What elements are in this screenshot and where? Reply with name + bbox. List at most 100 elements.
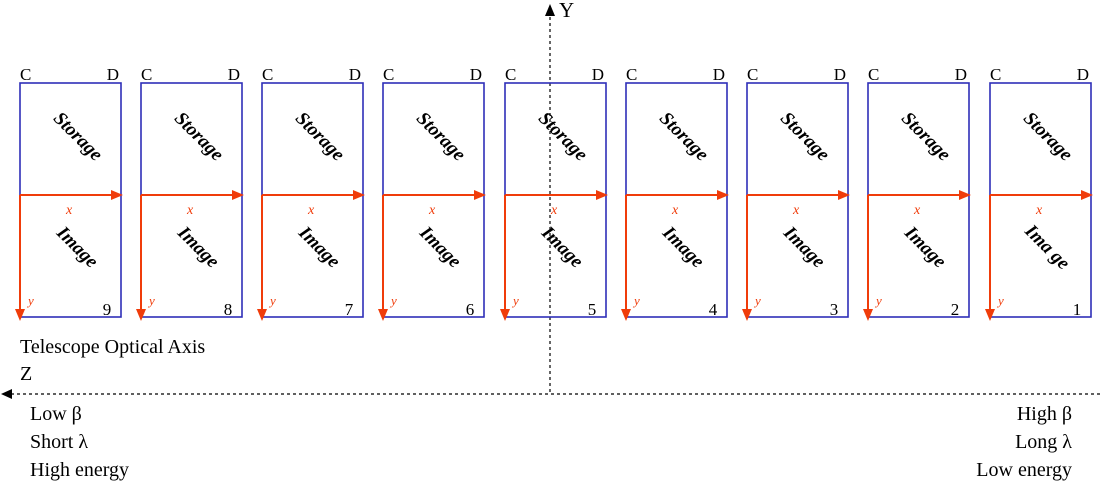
y-vector-arrowhead	[985, 309, 995, 321]
y-vector-arrowhead	[863, 309, 873, 321]
high-energy-label: High energy	[30, 459, 129, 481]
corner-label-d: D	[470, 65, 482, 84]
x-vector-label: x	[1035, 203, 1043, 218]
y-vector-label: y	[511, 293, 519, 308]
corner-label-d: D	[834, 65, 846, 84]
corner-label-c: C	[868, 65, 879, 84]
x-vector-label: x	[186, 203, 194, 218]
image-label: Image	[778, 222, 829, 273]
x-vector-arrowhead	[232, 190, 244, 200]
corner-label-d: D	[349, 65, 361, 84]
ccd-number: 1	[1073, 300, 1082, 319]
storage-label: Storage	[534, 108, 592, 166]
y-vector-label: y	[632, 293, 640, 308]
storage-label: Storage	[412, 108, 470, 166]
ccd-number: 5	[588, 300, 597, 319]
corner-label-c: C	[383, 65, 394, 84]
y-vector-label: y	[874, 293, 882, 308]
y-vector-arrowhead	[136, 309, 146, 321]
y-vector-label: y	[268, 293, 276, 308]
storage-label: Storage	[776, 108, 834, 166]
x-vector-arrowhead	[1081, 190, 1093, 200]
y-vector-label: y	[26, 293, 34, 308]
corner-label-c: C	[747, 65, 758, 84]
image-label: Image	[657, 222, 708, 273]
storage-label: Storage	[897, 108, 955, 166]
x-vector-arrowhead	[353, 190, 365, 200]
x-vector-arrowhead	[474, 190, 486, 200]
corner-label-c: C	[20, 65, 31, 84]
y-vector-label: y	[753, 293, 761, 308]
y-vector-label: y	[389, 293, 397, 308]
corner-label-c: C	[141, 65, 152, 84]
x-vector-label: x	[792, 203, 800, 218]
x-vector-arrowhead	[959, 190, 971, 200]
storage-label: Storage	[49, 108, 107, 166]
image-label: Image	[899, 222, 950, 273]
y-vector-arrowhead	[378, 309, 388, 321]
ccd-number: 2	[951, 300, 960, 319]
image-label: Image	[536, 222, 587, 273]
y-vector-arrowhead	[500, 309, 510, 321]
z-axis-label: Z	[20, 363, 32, 385]
corner-label-c: C	[262, 65, 273, 84]
corner-label-d: D	[592, 65, 604, 84]
storage-label: Storage	[655, 108, 713, 166]
x-vector-arrowhead	[838, 190, 850, 200]
corner-label-d: D	[955, 65, 967, 84]
image-label: Image	[293, 222, 344, 273]
image-label: Image	[51, 222, 102, 273]
x-vector-label: x	[671, 203, 679, 218]
corner-label-c: C	[990, 65, 1001, 84]
high-beta-label: High β	[1017, 403, 1072, 425]
ccd-number: 7	[345, 300, 354, 319]
low-beta-label: Low β	[30, 403, 82, 425]
ccd-number: 4	[709, 300, 718, 319]
ccd-number: 3	[830, 300, 839, 319]
y-vector-arrowhead	[621, 309, 631, 321]
x-vector-label: x	[307, 203, 315, 218]
y-vector-label: y	[996, 293, 1004, 308]
image-label: Image	[172, 222, 223, 273]
x-vector-arrowhead	[596, 190, 608, 200]
corner-label-d: D	[713, 65, 725, 84]
corner-label-d: D	[228, 65, 240, 84]
corner-label-d: D	[1077, 65, 1089, 84]
image-label: Image	[414, 222, 465, 273]
low-energy-label: Low energy	[976, 459, 1072, 481]
corner-label-c: C	[505, 65, 516, 84]
y-vector-arrowhead	[257, 309, 267, 321]
ccd-number: 8	[224, 300, 233, 319]
long-lambda-label: Long λ	[1015, 431, 1072, 453]
corner-label-d: D	[107, 65, 119, 84]
x-vector-label: x	[913, 203, 921, 218]
y-axis-label: Y	[559, 0, 574, 22]
image-label: Ima ge	[1020, 220, 1074, 274]
y-vector-arrowhead	[15, 309, 25, 321]
x-vector-label: x	[428, 203, 436, 218]
x-vector-arrowhead	[111, 190, 123, 200]
x-vector-label: x	[65, 203, 73, 218]
storage-label: Storage	[291, 108, 349, 166]
x-vector-label: x	[550, 203, 558, 218]
y-vector-arrowhead	[742, 309, 752, 321]
optical-axis-label: Telescope Optical Axis	[20, 336, 205, 358]
ccd-number: 6	[466, 300, 475, 319]
short-lambda-label: Short λ	[30, 431, 88, 453]
z-axis-arrowhead	[1, 389, 12, 399]
ccd-number: 9	[103, 300, 112, 319]
y-axis-arrowhead	[545, 4, 555, 16]
corner-label-c: C	[626, 65, 637, 84]
y-vector-label: y	[147, 293, 155, 308]
